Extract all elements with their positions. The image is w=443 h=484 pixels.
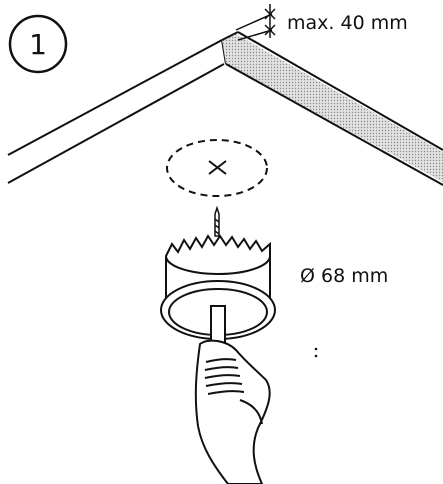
dimension-extension-bottom bbox=[237, 29, 273, 41]
diameter-label: Ø 68 mm bbox=[300, 265, 388, 287]
print-specks bbox=[314, 347, 318, 358]
hole-dashed-ellipse bbox=[166, 139, 268, 197]
dimension-tick-bottom-b bbox=[264, 24, 276, 36]
dimension-extension-top bbox=[235, 13, 273, 31]
panel-left-edge-bottom bbox=[7, 63, 225, 184]
panel-left-edge-top bbox=[7, 39, 223, 156]
panel-right-edge-top bbox=[237, 31, 443, 151]
thickness-dimension bbox=[235, 4, 276, 41]
thickness-label: max. 40 mm bbox=[287, 12, 408, 34]
dimension-tick-top-b bbox=[264, 8, 276, 20]
panel-edge-shading bbox=[222, 34, 443, 182]
x-mark-icon bbox=[208, 160, 227, 175]
step-badge: 1 bbox=[8, 14, 68, 74]
step-number: 1 bbox=[29, 28, 47, 61]
panel-right-edge-bottom bbox=[225, 63, 443, 186]
panel-back-corner bbox=[221, 31, 239, 41]
pilot-bit bbox=[214, 205, 220, 237]
hole-outline bbox=[166, 139, 268, 197]
drill-icon bbox=[194, 305, 271, 484]
step-circle bbox=[8, 14, 68, 74]
worktop-panel bbox=[7, 31, 443, 186]
